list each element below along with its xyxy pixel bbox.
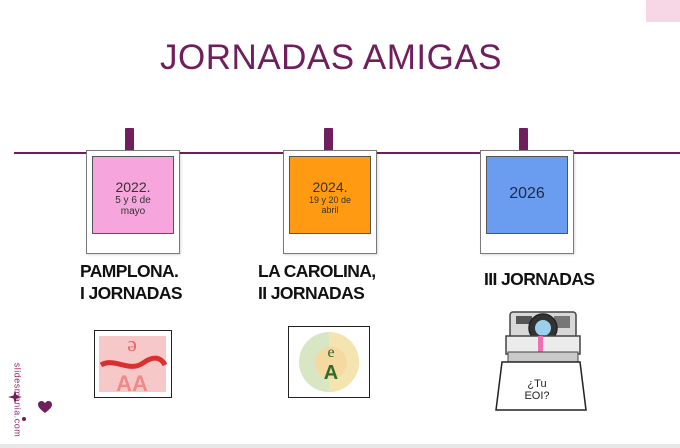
logo-card-pamplona: e AA [94, 330, 172, 398]
photo-2022: 2022. 5 y 6 de mayo [92, 156, 174, 234]
photo-2024: 2024. 19 y 20 de abril [289, 156, 371, 234]
heading-iii-jornadas: III JORNADAS [484, 269, 595, 289]
clip-2 [324, 128, 333, 154]
photo-2026: 2026 [486, 156, 568, 234]
eoi-la-carolina-logo-icon: e A [299, 332, 359, 392]
dates-2024-line2: abril [321, 205, 339, 215]
year-2024: 2024. [312, 179, 348, 195]
dates-2024-line1: 19 y 20 de [308, 195, 352, 205]
svg-text:A: A [324, 362, 338, 384]
polaroid-camera-icon [495, 311, 587, 411]
svg-text:AA: AA [116, 371, 148, 396]
sparkle-icon [8, 390, 22, 404]
heading-pamplona-line2: I JORNADAS [80, 283, 183, 303]
heading-pamplona: PAMPLONA. I JORNADAS [80, 260, 183, 304]
year-2022: 2022. [115, 179, 151, 195]
slide-title: JORNADAS AMIGAS [160, 38, 503, 77]
svg-text:e: e [127, 336, 137, 361]
svg-text:e: e [327, 344, 334, 361]
photo-label: ¿Tu EOI? [524, 378, 550, 402]
polaroid-2026: 2026 [480, 150, 574, 254]
clip-3 [519, 128, 528, 154]
heading-la-carolina-line2: II JORNADAS [258, 283, 365, 303]
dates-2022-line1: 5 y 6 de [115, 195, 151, 206]
heading-pamplona-line1: PAMPLONA. [80, 261, 179, 281]
heading-la-carolina: LA CAROLINA, II JORNADAS [258, 260, 376, 304]
eoi-pamplona-logo-icon: e AA [99, 336, 168, 396]
logo-card-la-carolina: e A [288, 326, 370, 398]
heading-la-carolina-line1: LA CAROLINA, [258, 261, 376, 281]
corner-tab [646, 0, 680, 22]
polaroid-2024: 2024. 19 y 20 de abril [283, 150, 377, 254]
dot-decoration [22, 417, 26, 421]
polaroid-2022: 2022. 5 y 6 de mayo [86, 150, 180, 254]
year-2026: 2026 [509, 185, 545, 202]
bottom-bar [0, 444, 680, 448]
dates-2022-line2: mayo [120, 206, 146, 217]
heart-icon [38, 401, 52, 413]
clip-1 [125, 128, 134, 154]
